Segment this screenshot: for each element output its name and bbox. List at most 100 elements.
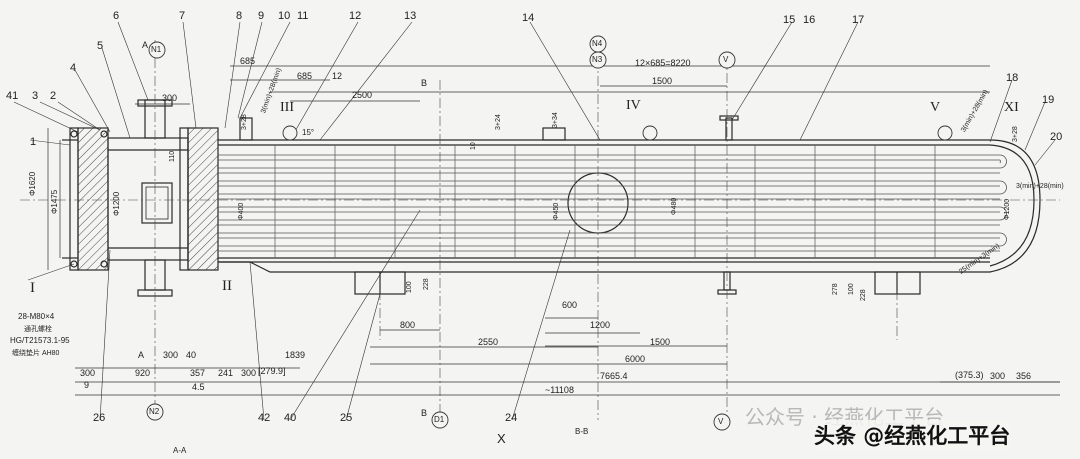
part-number: 4 [70,62,77,74]
section-title-b-b: B-B [575,427,589,436]
dim-dia1200: Φ1200 [112,191,121,216]
part-number: 14 [522,12,535,24]
dim-100: 100 [848,283,855,295]
part-number: 13 [404,10,417,22]
dim-685: 685 [240,56,256,66]
part-number: 2 [50,90,57,102]
dim-pitch: 12×685=8220 [635,58,691,68]
dim-1500-top: 1500 [652,76,673,86]
part-number: 18 [1006,72,1019,84]
watermark-toutiao: 头条 @经燕化工平台 [814,420,1011,450]
part-number: 19 [1042,94,1055,106]
dim-600: 600 [562,300,578,310]
dim-6000: 6000 [625,354,646,364]
detail-mark-v: V [930,100,941,115]
left-channel [62,99,219,297]
part-number: 9 [258,10,265,22]
part-number: 42 [258,412,271,424]
dim-228: 228 [860,289,867,301]
dim-300: 300 [163,350,179,360]
part-number: 3 [32,90,39,102]
leader-lines [13,21,1056,421]
bolt-note-line: 28-M80×4 [18,312,55,321]
dim-dia400: Φ400 [238,202,245,220]
nozzle-label-n3: N3 [592,55,603,64]
nozzle-label-d1: D1 [434,415,445,424]
detail-mark-iii: III [280,100,294,115]
angle-15: 15° [302,128,315,137]
part-number: 41 [6,90,19,102]
dim-10: 10 [470,142,477,150]
dim-300: 300 [241,368,257,378]
detail-mark-xi: XI [1004,100,1019,115]
dim-278: 278 [832,283,839,295]
dim-dia1620: Φ1620 [28,171,37,196]
detail-mark-ii: II [222,278,232,294]
dim-300: 300 [80,368,96,378]
section-title-a-a: A-A [173,446,187,455]
dim-1200: 1200 [590,320,611,330]
dim-dia1200b: Φ1200 [1004,198,1011,220]
bolt-note-line: HG/T21573.1-95 [10,336,70,345]
dim-40: 40 [186,350,197,360]
part-number: 15 [783,14,796,26]
dim-dia480: Φ480 [671,197,678,215]
weld-note: 3+28 [1012,126,1019,142]
part-number: 25 [340,412,353,424]
part-number: 7 [179,10,186,22]
dim-1500-bottom: 1500 [650,337,671,347]
dim-12: 12 [332,71,343,81]
dim-279: [279.9] [258,366,286,376]
dim-2500: 2500 [352,90,373,100]
dim-9: 9 [84,380,90,390]
baffles [274,145,936,258]
dim-300: 300 [162,93,178,103]
part-number: 12 [349,10,362,22]
nozzle-label-n2: N2 [149,407,160,416]
dim-2550: 2550 [478,337,499,347]
part-number: 16 [803,14,816,26]
section-mark-a: A [138,350,145,360]
nozzle-label-v-top: V [723,55,729,64]
part-number: 40 [284,412,297,424]
nozzle-markers [146,35,953,431]
dimension-lines [47,65,1060,396]
dim-1839: 1839 [285,350,306,360]
dim-dia1475: Φ1475 [50,189,59,214]
dim-100: 100 [406,281,413,293]
nozzle-label-n1: N1 [151,45,162,54]
part-number: 5 [97,40,104,52]
shell [218,115,1041,295]
part-number: 8 [236,10,243,22]
part-number: 20 [1050,131,1063,143]
section-mark-b: B [421,408,428,418]
centerlines [20,40,1060,420]
part-number: 10 [278,10,291,22]
bolt-note-line: 缠绕垫片 AH80 [12,350,60,357]
weld-note: 3+34 [552,112,559,128]
dim-11108: ~11108 [545,385,574,395]
part-number: 26 [93,412,106,424]
dim-110: 110 [169,150,176,162]
bolt-note-line: 通孔螺栓 [24,326,52,333]
part-number: 1 [30,136,37,148]
detail-mark-i: I [30,280,35,296]
nozzle-label-v-bottom: V [718,417,724,426]
detail-mark-iv: IV [626,98,641,113]
dim-356: 356 [1016,371,1032,381]
weld-note: 3+28 [241,114,248,130]
dim-800: 800 [400,320,416,330]
dim-920: 920 [135,368,151,378]
weld-note: 3(min)+28(min) [1016,183,1064,190]
part-number: 24 [505,412,518,424]
tube-bundle [218,154,1007,252]
weld-note: 3+24 [495,114,502,130]
section-mark-x: X [497,431,506,446]
section-mark-b: B [421,78,428,88]
part-number: 11 [297,10,309,22]
part-number: 6 [113,10,120,22]
section-mark-a: A [142,40,149,50]
part-number: 17 [852,14,865,26]
dim-241: 241 [218,368,234,378]
